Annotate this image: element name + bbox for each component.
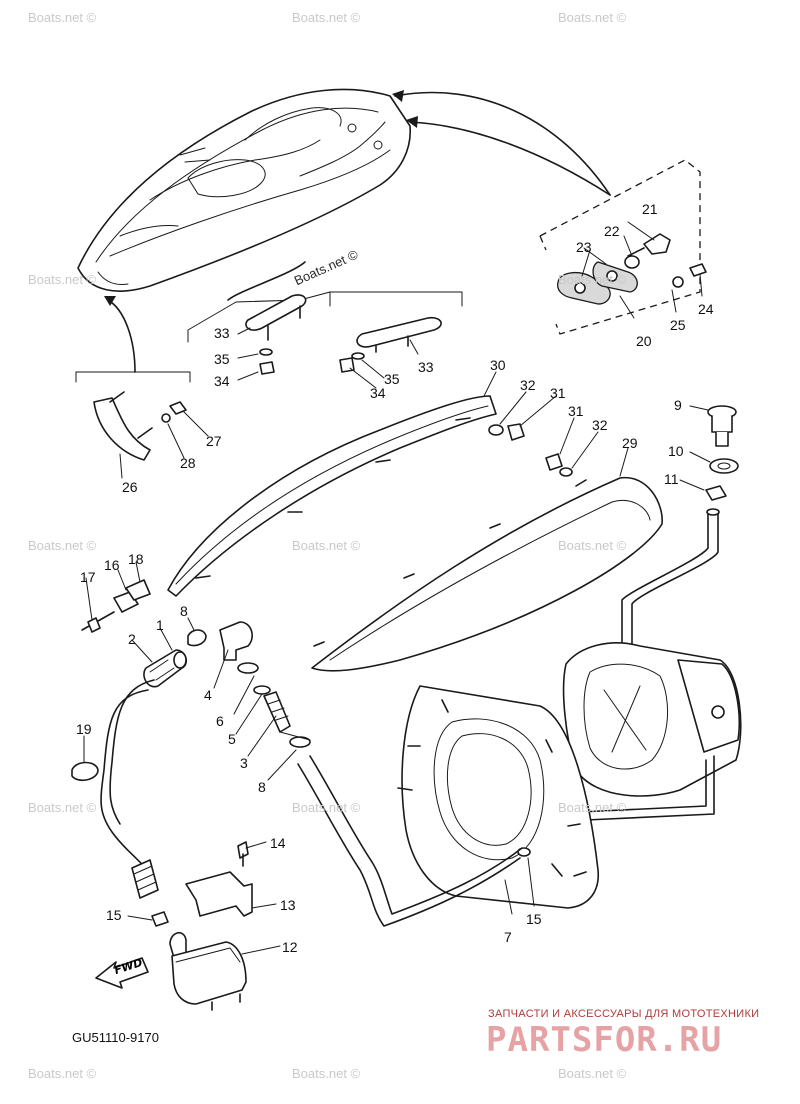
callout-27: 27 — [206, 433, 222, 449]
hose-19 — [71, 679, 159, 899]
callout-19: 19 — [76, 721, 92, 737]
cover-panel-29 — [311, 453, 663, 672]
callout-5: 5 — [228, 731, 236, 747]
watermark: Boats.net © — [558, 10, 627, 25]
watermark: Boats.net © — [28, 800, 97, 815]
callout-10: 10 — [668, 443, 684, 459]
callout-1: 1 — [156, 617, 164, 633]
fitting-parts-1-6-8 — [143, 621, 311, 748]
callout-9: 9 — [674, 397, 682, 413]
callout-25: 25 — [670, 317, 686, 333]
callout-35-right: 35 — [384, 371, 400, 387]
callout-22: 22 — [604, 223, 620, 239]
watermark: Boats.net © — [292, 800, 361, 815]
callout-13: 13 — [280, 897, 296, 913]
callout-11: 11 — [664, 471, 679, 487]
tank-parts-12-to-15 — [151, 841, 253, 1011]
callout-6: 6 — [216, 713, 224, 729]
callout-7: 7 — [504, 929, 512, 945]
callout-17: 17 — [80, 569, 96, 585]
callout-31-lower: 31 — [568, 403, 584, 419]
watermark: Boats.net © — [558, 800, 627, 815]
watermark: Boats.net © — [28, 10, 97, 25]
callout-32-lower: 32 — [592, 417, 608, 433]
callout-8-upper: 8 — [180, 603, 188, 619]
watermark: Boats.net © — [292, 10, 361, 25]
pump-housings — [397, 508, 742, 909]
callout-28: 28 — [180, 455, 196, 471]
watermark: Boats.net © — [558, 538, 627, 553]
callout-20: 20 — [636, 333, 652, 349]
clip-parts-16-17-18 — [81, 579, 151, 633]
callout-leader-lines — [83, 221, 711, 955]
callout-2: 2 — [128, 631, 136, 647]
callout-32-upper: 32 — [520, 377, 536, 393]
callout-33-left: 33 — [214, 325, 230, 341]
watermark: Boats.net © — [28, 538, 97, 553]
callout-4: 4 — [204, 687, 212, 703]
hose-7 — [297, 755, 523, 927]
watermark: Boats.net © — [292, 538, 361, 553]
bracket-parts — [75, 371, 191, 461]
diagram-code: GU51110-9170 — [72, 1030, 159, 1045]
plug-parts-9-10-11 — [705, 405, 739, 501]
forward-arrow-icon — [95, 957, 149, 989]
callout-15-right: 15 — [526, 911, 542, 927]
shop-tagline: ЗАПЧАСТИ И АКСЕССУАРЫ ДЛЯ МОТОТЕХНИКИ — [488, 1008, 760, 1020]
callout-21: 21 — [642, 201, 658, 217]
watermark: Boats.net © — [558, 1066, 627, 1081]
cover-panel-30 — [167, 395, 525, 597]
callout-16: 16 — [104, 557, 120, 573]
callout-3: 3 — [240, 755, 248, 771]
callout-14: 14 — [270, 835, 286, 851]
callout-34-right: 34 — [370, 385, 386, 401]
callout-24: 24 — [698, 301, 714, 317]
drain-plug-assembly-box — [539, 159, 707, 335]
callout-18: 18 — [128, 551, 144, 567]
watermark: Boats.net © — [28, 272, 97, 287]
callout-31-upper: 31 — [550, 385, 566, 401]
callout-8-lower: 8 — [258, 779, 266, 795]
callout-12: 12 — [282, 939, 298, 955]
callout-35-left: 35 — [214, 351, 230, 367]
callout-23: 23 — [576, 239, 592, 255]
callout-33-right: 33 — [418, 359, 434, 375]
callout-26: 26 — [122, 479, 138, 495]
watermark: Boats.net © — [28, 1066, 97, 1081]
callout-30: 30 — [490, 357, 506, 373]
assembly-arrows — [104, 90, 611, 373]
watermark: Boats.net © — [292, 1066, 361, 1081]
callout-15-left: 15 — [106, 907, 122, 923]
callout-29: 29 — [622, 435, 638, 451]
watercraft-hull-drawing — [77, 88, 411, 292]
callout-34-left: 34 — [214, 373, 230, 389]
watermark: Boats.net © — [558, 272, 627, 287]
shop-logo[interactable]: PARTSFOR.RU — [486, 1020, 723, 1060]
